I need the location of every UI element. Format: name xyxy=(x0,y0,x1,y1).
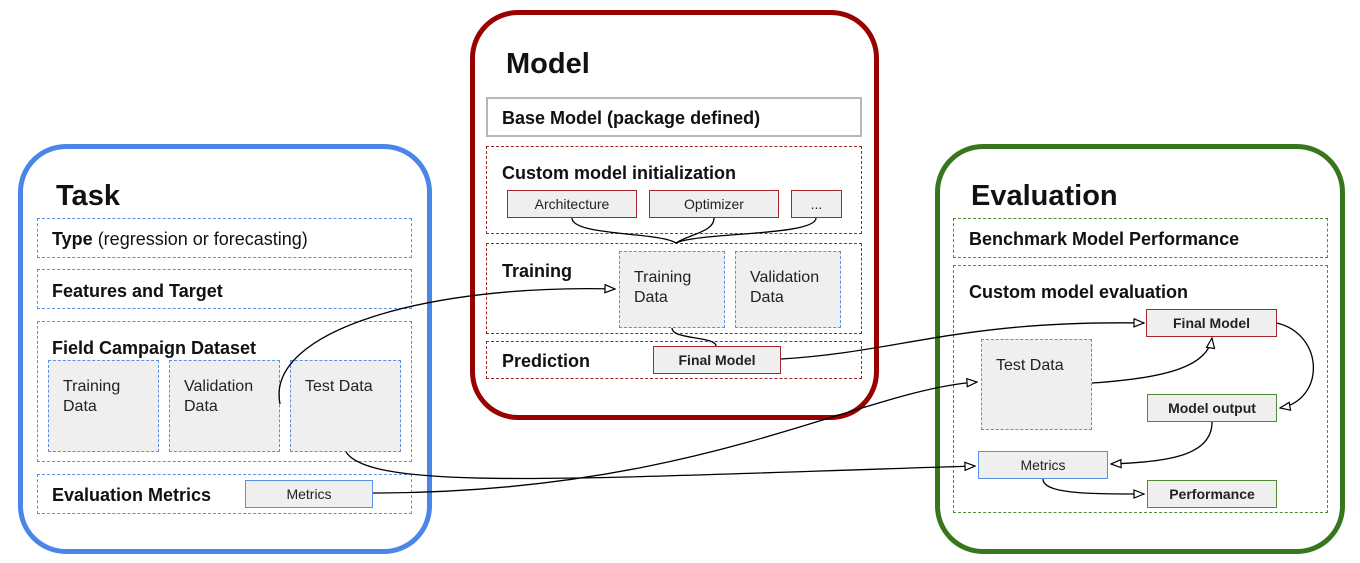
features-target-label: Features and Target xyxy=(52,281,223,301)
evaluation-panel xyxy=(935,144,1345,554)
custom-init-section xyxy=(486,146,862,234)
task-metrics-box: Metrics xyxy=(245,480,373,508)
custom-eval-section xyxy=(953,265,1328,513)
performance-box: Performance xyxy=(1147,480,1277,508)
training-title: Training xyxy=(502,261,573,281)
model-output-box: Model output xyxy=(1147,394,1277,422)
eval-metrics-box: Metrics xyxy=(978,451,1108,479)
model-final-model-box: Final Model xyxy=(653,346,781,374)
more-options-box: ... xyxy=(791,190,842,218)
model-validation-data-box: Validation Data xyxy=(735,251,841,328)
eval-final-model-box: Final Model xyxy=(1146,309,1277,337)
dataset-title: Field Campaign Dataset xyxy=(52,338,257,358)
optimizer-to-training-connector xyxy=(675,217,715,244)
model-validation-data-label: Validation Data xyxy=(750,269,820,306)
evaluation-title: Evaluation xyxy=(971,180,1118,212)
task-test-data-label: Test Data xyxy=(305,378,373,395)
features-target-section xyxy=(37,269,412,309)
architecture-box: Architecture xyxy=(507,190,637,218)
type-label: Type xyxy=(52,229,93,249)
model-training-data-label: Training Data xyxy=(634,269,692,306)
final-model-transfer-arrow xyxy=(780,323,1144,360)
task-type-section xyxy=(37,218,412,258)
task-title: Task xyxy=(56,180,120,212)
prediction-title: Prediction xyxy=(502,351,591,371)
benchmark-section xyxy=(953,218,1328,258)
training-section xyxy=(486,243,862,334)
model-training-data-box: Training Data xyxy=(619,251,725,328)
final-model-to-output-arrow xyxy=(1276,322,1314,408)
optimizer-box: Optimizer xyxy=(649,190,779,218)
task-training-data-box: Training Data xyxy=(48,360,159,452)
prediction-section xyxy=(486,341,862,379)
task-type-label: Type (regression or forecasting) xyxy=(52,229,308,250)
base-model-label: Base Model (package defined) xyxy=(502,108,761,128)
metrics-to-test-data-arrow xyxy=(372,382,977,494)
model-title: Model xyxy=(506,48,590,80)
dataset-section xyxy=(37,321,412,462)
task-training-data-label: Training Data xyxy=(63,378,121,415)
model-panel xyxy=(470,10,879,420)
eval-metrics-section xyxy=(37,474,412,514)
task-test-data-box: Test Data xyxy=(290,360,401,452)
validation-to-training-arrow xyxy=(278,289,615,405)
task-validation-data-label: Validation Data xyxy=(184,378,254,415)
custom-eval-title: Custom model evaluation xyxy=(969,282,1189,302)
task-panel xyxy=(18,144,432,554)
eval-test-data-box: Test Data xyxy=(981,339,1092,430)
eval-test-data-label: Test Data xyxy=(996,357,1064,374)
test-data-to-final-model-arrow xyxy=(1091,338,1212,384)
type-detail: (regression or forecasting) xyxy=(92,229,308,249)
output-to-metrics-arrow xyxy=(1111,421,1213,464)
custom-init-title: Custom model initialization xyxy=(502,163,737,183)
training-to-prediction-connector xyxy=(671,327,717,347)
benchmark-label: Benchmark Model Performance xyxy=(969,229,1240,249)
task-validation-data-box: Validation Data xyxy=(169,360,280,452)
eval-metrics-title: Evaluation Metrics xyxy=(52,485,212,505)
base-model-box xyxy=(486,97,862,137)
more-to-training-connector xyxy=(675,217,817,244)
metrics-to-performance-arrow xyxy=(1042,478,1144,494)
architecture-to-training-connector xyxy=(571,217,677,244)
test-data-to-metrics-arrow xyxy=(345,451,975,480)
